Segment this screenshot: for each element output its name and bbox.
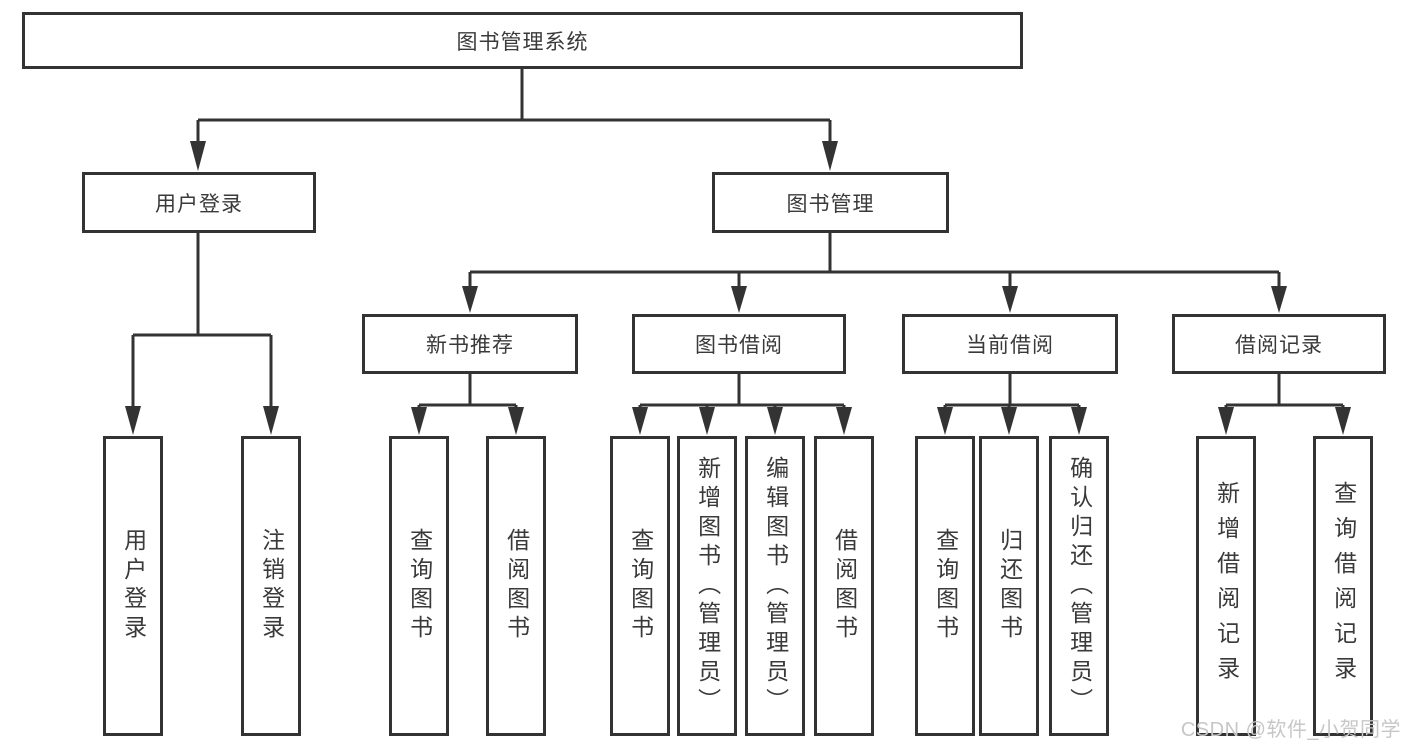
node-current-borrowing: 当前借阅: [902, 314, 1118, 374]
leaf-add-books-admin: 新增图书（管理员）: [677, 436, 737, 736]
leaf-query-books-2: 查询图书: [610, 436, 670, 736]
node-root-system: 图书管理系统: [22, 12, 1023, 69]
leaf-borrow-books-2-label: 借阅图书: [831, 528, 858, 644]
arrowheads: [125, 141, 1351, 435]
leaf-add-borrow-record: 新增借阅记录: [1196, 436, 1256, 736]
leaf-borrow-books-2: 借阅图书: [814, 436, 874, 736]
leaf-query-books-2-label: 查询图书: [627, 528, 654, 644]
leaf-confirm-return-admin: 确认归还（管理员）: [1049, 436, 1109, 736]
connector-paths: [131, 68, 1345, 409]
leaf-user-login: 用户登录: [103, 436, 163, 736]
leaf-logout: 注销登录: [241, 436, 301, 736]
node-new-book-recommend: 新书推荐: [362, 314, 578, 374]
leaf-query-books-3: 查询图书: [915, 436, 975, 736]
csdn-watermark: CSDN @软件_小贺同学: [1180, 719, 1401, 741]
leaf-query-books-1: 查询图书: [389, 436, 449, 736]
node-book-borrowing: 图书借阅: [632, 314, 846, 374]
node-user-login-branch: 用户登录: [82, 172, 316, 233]
leaf-return-books-label: 归还图书: [996, 528, 1023, 644]
leaf-edit-books-admin: 编辑图书（管理员）: [745, 436, 805, 736]
node-borrowing-records: 借阅记录: [1172, 314, 1386, 374]
node-book-management-branch: 图书管理: [712, 172, 949, 233]
node-new-book-recommend-label: 新书推荐: [426, 334, 514, 357]
leaf-edit-books-admin-label: 编辑图书（管理员）: [762, 455, 789, 717]
node-root-label: 图书管理系统: [456, 30, 589, 54]
leaf-query-borrow-record: 查询借阅记录: [1313, 436, 1373, 736]
leaf-return-books: 归还图书: [979, 436, 1039, 736]
leaf-borrow-books-1: 借阅图书: [486, 436, 546, 736]
node-book-borrowing-label: 图书借阅: [695, 334, 783, 357]
leaf-confirm-return-admin-label: 确认归还（管理员）: [1066, 455, 1093, 717]
leaf-query-books-1-label: 查询图书: [406, 528, 433, 644]
leaf-add-borrow-record-label: 新增借阅记录: [1213, 481, 1240, 691]
node-borrowing-records-label: 借阅记录: [1235, 334, 1323, 357]
leaf-logout-label: 注销登录: [258, 528, 285, 644]
leaf-query-borrow-record-label: 查询借阅记录: [1330, 481, 1357, 691]
leaf-query-books-3-label: 查询图书: [932, 528, 959, 644]
leaf-user-login-label: 用户登录: [120, 528, 147, 644]
node-book-management-label: 图书管理: [786, 192, 875, 216]
leaf-borrow-books-1-label: 借阅图书: [503, 528, 530, 644]
node-current-borrowing-label: 当前借阅: [966, 334, 1054, 357]
leaf-add-books-admin-label: 新增图书（管理员）: [694, 455, 721, 717]
node-user-login-label: 用户登录: [155, 192, 243, 216]
